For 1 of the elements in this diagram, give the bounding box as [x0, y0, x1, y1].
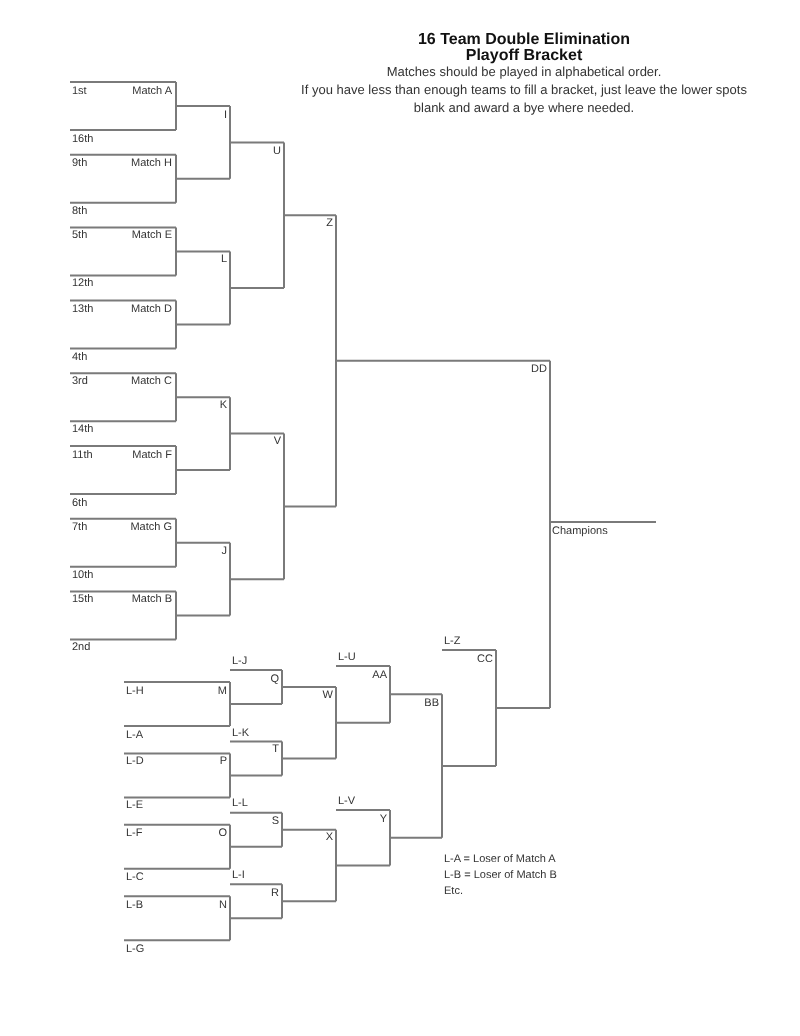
bracket-title: 16 Team Double Elimination Playoff Bracket [415, 32, 633, 64]
